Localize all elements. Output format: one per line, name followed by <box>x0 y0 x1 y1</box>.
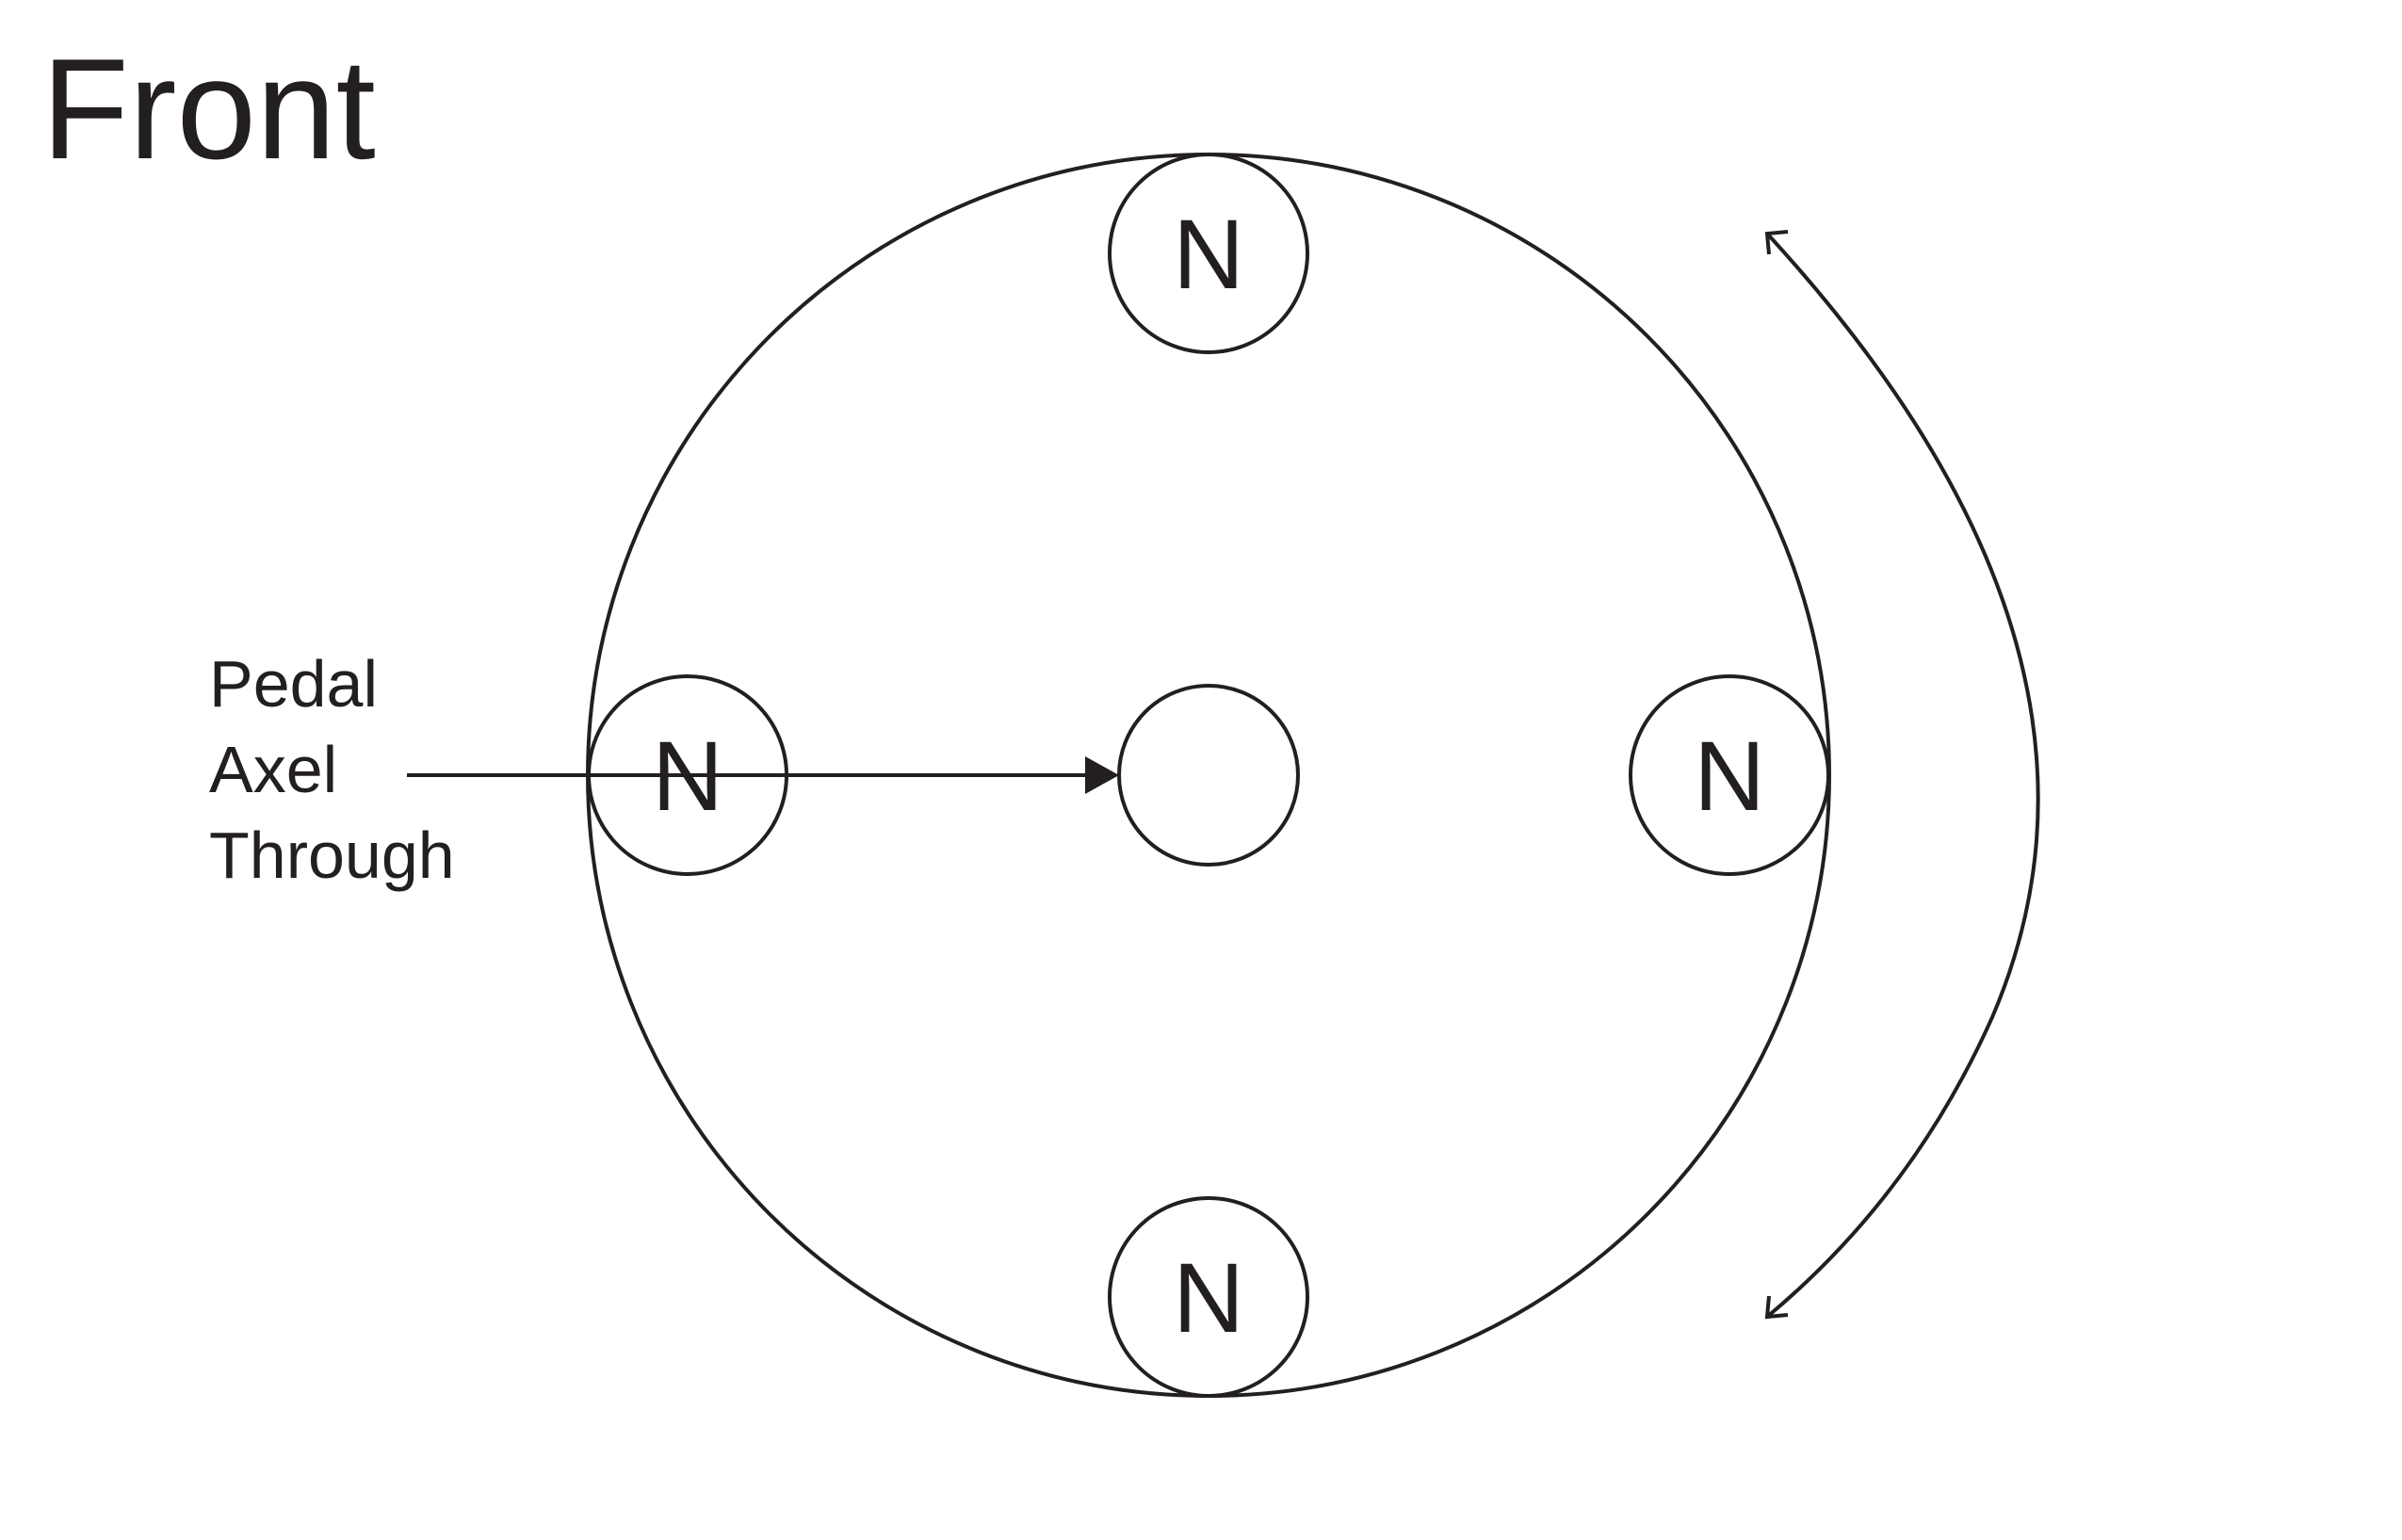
magnet-bottom-label: N <box>1173 1243 1244 1354</box>
axle-label: Pedal Axel Through <box>209 647 455 892</box>
rotation-arrowhead-top <box>1764 230 1789 255</box>
axle-pointer-arrowhead <box>1085 756 1119 794</box>
magnet-bottom: N <box>1108 1196 1309 1398</box>
axle-label-line-3: Through <box>209 819 455 892</box>
axle-label-line-2: Axel <box>209 733 337 806</box>
rotation-arrowhead-bottom <box>1764 1295 1789 1320</box>
magnet-right-label: N <box>1694 721 1765 832</box>
magnet-right: N <box>1629 674 1830 876</box>
axle-label-line-1: Pedal <box>209 647 378 721</box>
rotation-arc <box>1765 232 2040 1319</box>
magnet-top-label: N <box>1173 200 1244 310</box>
diagram-title: Front <box>41 29 376 189</box>
axle-hole <box>1117 684 1300 867</box>
magnet-top: N <box>1108 153 1309 354</box>
